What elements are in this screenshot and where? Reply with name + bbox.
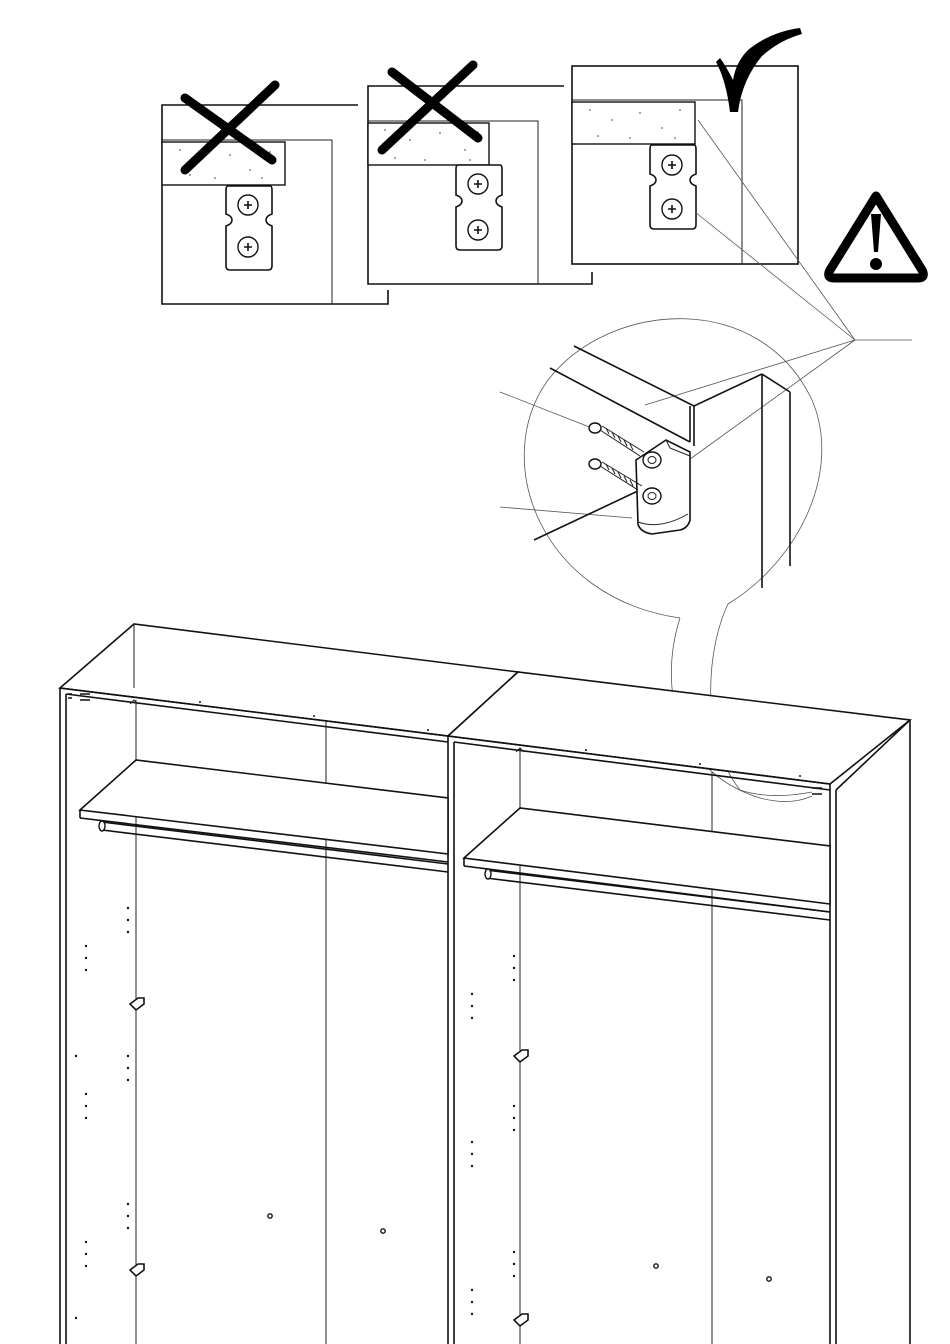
view-correct-3	[572, 28, 802, 264]
callout-leaders	[500, 120, 912, 518]
screw-lower	[589, 459, 642, 490]
warning-triangle-icon	[829, 196, 924, 278]
door-hinges	[130, 998, 528, 1326]
shelf-right	[464, 808, 830, 912]
wardrobe-frame	[60, 624, 910, 1344]
connector-bracket-zoom	[636, 440, 690, 534]
panel-board-aligned	[572, 102, 695, 144]
side-panel-left	[60, 624, 136, 1344]
check-mark	[716, 28, 802, 112]
top-panel-right	[448, 672, 910, 784]
screw-upper	[589, 423, 644, 456]
panel-board-misaligned-1	[162, 142, 285, 185]
connector-bracket-2	[456, 165, 502, 250]
side-panel-right	[830, 720, 910, 1344]
shelf-left	[80, 760, 448, 862]
view-incorrect-2	[368, 65, 592, 284]
top-panel-left	[60, 624, 518, 736]
connector-bracket-3	[650, 145, 696, 229]
view-incorrect-1	[162, 85, 388, 304]
connector-bracket-1	[226, 186, 272, 270]
